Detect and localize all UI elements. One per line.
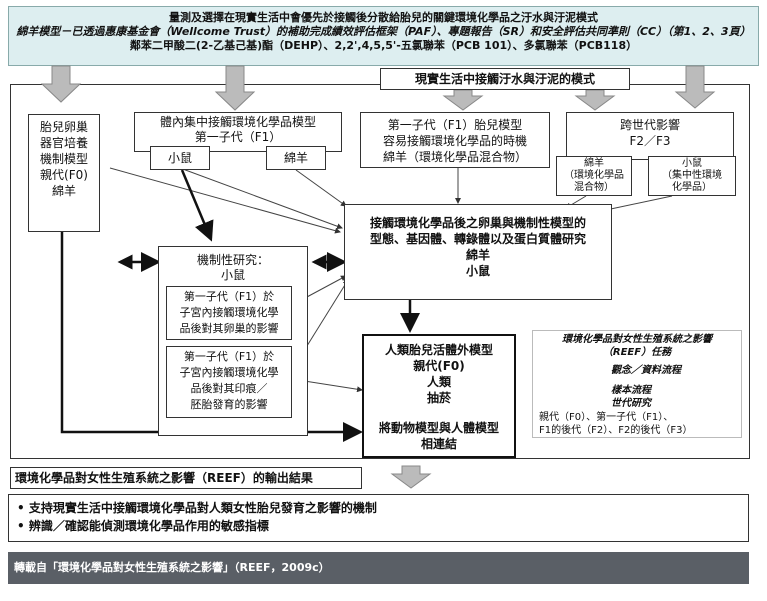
- output-item-2: • 辨識／確認能偵測環境化學品作用的敏感指標: [17, 519, 269, 533]
- transgen-l2: F2／F3: [629, 134, 671, 148]
- transgen-l1: 跨世代影響: [619, 118, 680, 132]
- header-line-3: 鄰苯二甲酸二(2-乙基己基)酯（DEHP）、2,2',4,5,5'-五氯聯苯（P…: [129, 39, 638, 52]
- accum-l1: 體內集中接觸環境化學品模型: [159, 115, 316, 129]
- ovary-l5: 綿羊: [51, 184, 76, 198]
- output-item-1-text: 支持現實生活中接觸環境化學品對人類女性胎兒發育之影響的機制: [28, 501, 377, 515]
- ovary-l3: 機制模型: [39, 152, 88, 166]
- human-l5: 將動物模型與人體模型: [378, 421, 499, 435]
- transgen-sheep-box: 綿羊 （環境化學品 混合物）: [556, 156, 632, 196]
- ovary-l4: 親代(F0): [40, 168, 88, 182]
- mech-l1: 機制性研究：: [196, 253, 269, 267]
- human-model-box: 人類胎兒活體外模型 親代(F0) 人類 抽菸 將動物模型與人體模型 相連結: [362, 334, 516, 458]
- legend-thin-label-2: 世代研究: [611, 398, 651, 409]
- ovary-culture-box: 胎兒卵巢 器官培養 機制模型 親代(F0) 綿羊: [28, 114, 100, 232]
- accum-sheep-box: 綿羊: [266, 146, 326, 170]
- legend-box: 環境化學品對女性生殖系統之影響 （REEF）任務 觀念／資料流程 樣本流程 世代…: [532, 330, 742, 438]
- f1-window-box: 第一子代（F1）胎兒模型 容易接觸環境化學品的時機 綿羊（環境化學品混合物）: [360, 112, 550, 168]
- legend-thin-label: 樣本流程: [611, 385, 651, 396]
- mech-l2: 小鼠: [220, 268, 245, 282]
- header-banner: 量測及選擇在現實生活中會優先於接觸後分散給胎兒的關鍵環境化學品之汙水與汙泥模式 …: [8, 6, 759, 66]
- legend-gen-1: 親代（F0）、第一子代（F1）、: [539, 412, 674, 423]
- ovary-l1: 胎兒卵巢: [39, 120, 88, 134]
- f1window-l1: 第一子代（F1）胎兒模型: [387, 118, 523, 132]
- legend-title: 環境化學品對女性生殖系統之影響 （REEF）任務: [562, 334, 712, 358]
- mech-ovary-box: 第一子代（F1）於 子宮內接觸環境化學 品後對其卵巢的影響: [166, 286, 292, 340]
- outputs-list: • 支持現實生活中接觸環境化學品對人類女性胎兒發育之影響的機制 • 辨識／確認能…: [8, 494, 749, 542]
- output-item-1: • 支持現實生活中接觸環境化學品對人類女性胎兒發育之影響的機制: [17, 501, 377, 515]
- human-l2: 親代(F0): [413, 359, 465, 373]
- study-l4: 小鼠: [465, 264, 490, 278]
- legend-gen-2: F1的後代（F2）、F2的後代（F3）: [539, 425, 693, 436]
- ovary-l2: 器官培養: [39, 136, 88, 150]
- outputs-title: 環境化學品對女性生殖系統之影響（REEF）的輸出結果: [10, 467, 362, 489]
- study-l3: 綿羊: [465, 248, 490, 262]
- header-line-2: 綿羊模型－已透過惠康基金會（Wellcome Trust）的補助完成績效評估框架…: [16, 25, 751, 38]
- source-footer: 轉載自「環境化學品對女性生殖系統之影響」（REEF，2009c）: [8, 552, 749, 584]
- human-l6: 相連結: [420, 437, 457, 451]
- block-arrows: [40, 65, 716, 489]
- study-l1: 接觸環境化學品後之卵巢與機制性模型的: [369, 216, 586, 230]
- legend-thick-label: 觀念／資料流程: [611, 365, 681, 376]
- mech-imprint-box: 第一子代（F1）於 子宮內接觸環境化學 品後對其印痕／ 胚胎發育的影響: [166, 346, 292, 418]
- header-line-1: 量測及選擇在現實生活中會優先於接觸後分散給胎兒的關鍵環境化學品之汙水與汙泥模式: [169, 11, 598, 24]
- central-study-box: 接觸環境化學品後之卵巢與機制性模型的 型態、基因體、轉錄體以及蛋白質體研究 綿羊…: [344, 204, 612, 300]
- output-item-2-text: 辨識／確認能偵測環境化學品作用的敏感指標: [28, 519, 269, 533]
- accum-l2: 第一子代（F1）: [194, 130, 282, 144]
- accumulation-model-box: 體內集中接觸環境化學品模型 第一子代（F1）: [134, 112, 342, 152]
- diagram-title: 現實生活中接觸汙水與汙泥的模式: [380, 68, 630, 90]
- transgen-mouse-box: 小鼠 （集中性環境 化學品）: [648, 156, 736, 196]
- human-l4: 抽菸: [426, 391, 451, 405]
- accum-mouse-box: 小鼠: [150, 146, 210, 170]
- study-l2: 型態、基因體、轉錄體以及蛋白質體研究: [369, 232, 586, 246]
- human-l1: 人類胎兒活體外模型: [384, 343, 493, 357]
- transgen-box: 跨世代影響 F2／F3: [566, 112, 734, 160]
- human-l3: 人類: [426, 375, 451, 389]
- f1window-l2: 容易接觸環境化學品的時機: [382, 134, 527, 148]
- f1window-l3: 綿羊（環境化學品混合物）: [382, 150, 527, 164]
